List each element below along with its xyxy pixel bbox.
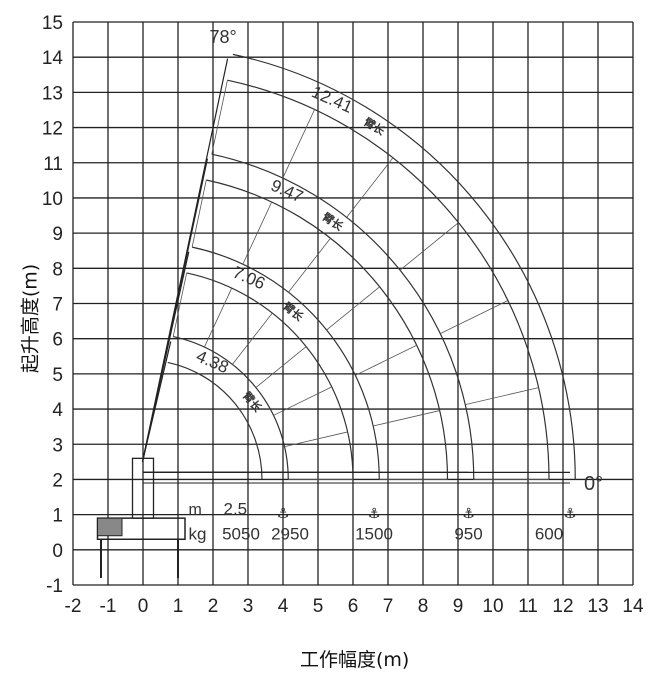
x-tick-label: 7 bbox=[383, 596, 394, 617]
radial-line bbox=[399, 222, 459, 271]
radial-line bbox=[191, 179, 207, 248]
y-tick-label: 2 bbox=[52, 470, 63, 491]
y-tick-label: -1 bbox=[46, 576, 63, 597]
radial-line bbox=[465, 387, 539, 406]
radial-line bbox=[288, 237, 331, 293]
x-tick-label: -1 bbox=[100, 596, 117, 617]
x-tick-label: 13 bbox=[587, 596, 608, 617]
y-tick-label: 14 bbox=[42, 48, 64, 69]
boom-arc-outer bbox=[173, 336, 289, 480]
radial-line bbox=[232, 312, 273, 365]
x-tick-label: 8 bbox=[418, 596, 429, 617]
x-tick-label: 3 bbox=[243, 596, 254, 617]
x-tick-label: 12 bbox=[552, 596, 573, 617]
y-tick-label: 4 bbox=[52, 400, 63, 421]
x-tick-label: 11 bbox=[518, 596, 538, 617]
radial-line bbox=[204, 287, 233, 348]
x-tick-label: 2 bbox=[208, 596, 219, 617]
y-tick-label: 15 bbox=[42, 13, 63, 34]
x-axis-label: 工作幅度(m) bbox=[300, 649, 410, 671]
radial-line bbox=[346, 157, 394, 218]
y-tick-label: 3 bbox=[52, 435, 63, 456]
x-tick-label: 14 bbox=[622, 596, 644, 617]
load-value: 2950 bbox=[271, 524, 309, 543]
min-angle-label: 0° bbox=[584, 473, 603, 495]
boom-arc-inner bbox=[167, 361, 263, 480]
x-tick-label: 10 bbox=[482, 596, 503, 617]
y-tick-label: 8 bbox=[52, 259, 63, 280]
x-tick-label: 5 bbox=[313, 596, 324, 617]
hook-icon: ⚓ bbox=[564, 506, 577, 522]
boom-length-label: 9.47 bbox=[268, 176, 306, 207]
boom-section-raised bbox=[141, 58, 229, 462]
y-tick-label: 11 bbox=[43, 154, 63, 175]
radial-line bbox=[255, 346, 307, 388]
y-tick-label: 1 bbox=[52, 506, 63, 527]
x-tick-label: 4 bbox=[278, 596, 289, 617]
y-tick-label: 12 bbox=[42, 119, 63, 140]
y-tick-label: 6 bbox=[52, 330, 63, 351]
radius-unit-label: m bbox=[189, 502, 202, 519]
radial-line bbox=[355, 344, 417, 376]
x-tick-label: 0 bbox=[138, 596, 149, 617]
y-tick-label: 10 bbox=[42, 189, 63, 210]
radial-line bbox=[440, 300, 509, 335]
crane-column bbox=[131, 457, 155, 519]
y-tick-label: 7 bbox=[52, 295, 63, 316]
load-unit-label: kg bbox=[189, 524, 207, 543]
radial-line bbox=[284, 431, 348, 447]
boom-length-suffix: 臂长 bbox=[240, 389, 266, 416]
crane-cab bbox=[97, 517, 123, 537]
hook-icon: ⚓ bbox=[462, 506, 475, 522]
radial-line bbox=[326, 286, 380, 331]
boom-arc-outer bbox=[232, 53, 576, 480]
load-value: 5050 bbox=[222, 524, 260, 543]
y-tick-label: 5 bbox=[52, 365, 63, 386]
hook-icon: ⚓ bbox=[368, 506, 381, 522]
boom-length-label: 7.06 bbox=[230, 263, 268, 294]
max-angle-label: 78° bbox=[210, 27, 237, 47]
boom-length-label: 12.41 bbox=[309, 82, 356, 116]
boom-length-suffix: 臂长 bbox=[280, 299, 307, 324]
radius-value: 2.5 bbox=[224, 500, 248, 519]
load-value: 950 bbox=[454, 524, 482, 543]
x-tick-label: 6 bbox=[348, 596, 359, 617]
radial-line bbox=[242, 201, 273, 265]
y-tick-label: 0 bbox=[52, 541, 63, 562]
x-tick-label: 9 bbox=[453, 596, 464, 617]
radial-line bbox=[373, 410, 440, 427]
y-tick-label: 9 bbox=[52, 224, 63, 245]
radial-line bbox=[211, 80, 228, 155]
load-value: 600 bbox=[535, 524, 563, 543]
radial-line bbox=[172, 272, 188, 337]
radial-line bbox=[282, 109, 315, 179]
x-tick-label: -2 bbox=[65, 596, 82, 617]
y-tick-label: 13 bbox=[42, 83, 63, 104]
load-value: 1500 bbox=[355, 524, 393, 543]
boom-length-suffix: 臂长 bbox=[320, 209, 347, 234]
x-tick-label: 1 bbox=[173, 596, 184, 617]
y-axis-label: 起升高度(m) bbox=[19, 263, 42, 374]
radial-line bbox=[273, 386, 332, 416]
hook-icon: ⚓ bbox=[277, 506, 290, 522]
